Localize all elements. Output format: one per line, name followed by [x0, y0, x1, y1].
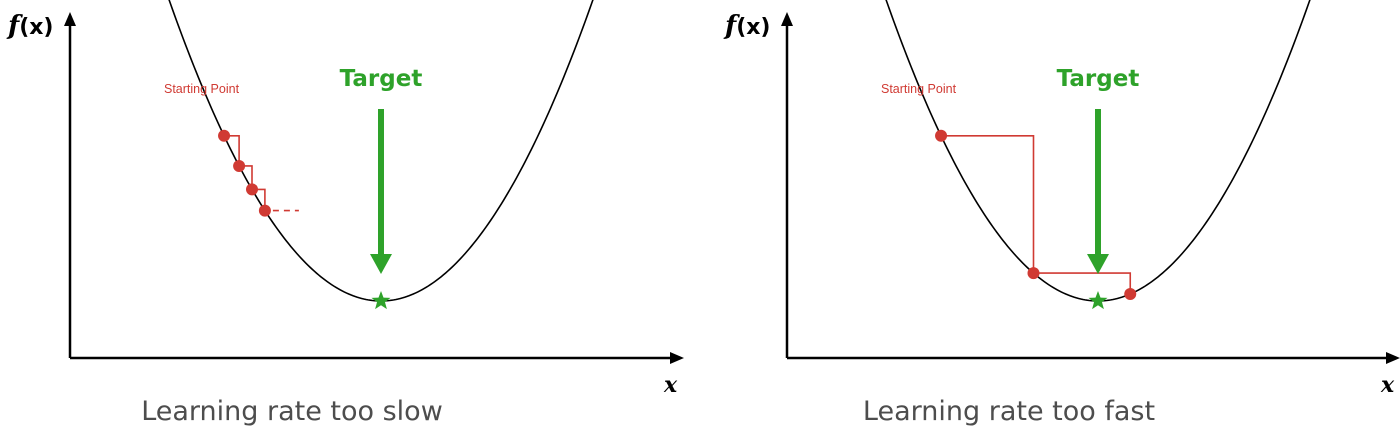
- step-point: [218, 129, 231, 142]
- x-axis-label: x: [663, 372, 678, 398]
- arrow-down-icon: [1087, 109, 1109, 274]
- y-axis-label: f(x): [723, 11, 771, 41]
- y-axis: [781, 12, 793, 358]
- y-axis-label: f(x): [6, 11, 54, 41]
- caption-slow: Learning rate too slow: [141, 396, 443, 427]
- step-point: [233, 159, 246, 172]
- step-point: [246, 183, 258, 196]
- descent-path: [935, 129, 1137, 301]
- arrow-down-icon: [370, 109, 392, 274]
- x-axis-arrow-icon: [1386, 352, 1400, 364]
- step-segment: [941, 135, 1035, 274]
- star-icon: [1088, 291, 1108, 310]
- plot-fast: f(x) x Starting Point Target: [723, 0, 1400, 398]
- target-label: Target: [1057, 66, 1140, 92]
- starting-point-label: Starting Point: [164, 82, 240, 96]
- y-axis-arrow-icon: [781, 12, 793, 26]
- step-point: [1027, 267, 1040, 280]
- descent-path: [218, 129, 271, 217]
- caption-fast: Learning rate too fast: [862, 396, 1156, 427]
- x-axis: [70, 352, 684, 364]
- plot-slow: f(x) x Starting Point Target: [6, 0, 684, 398]
- step-point: [935, 129, 948, 142]
- panel-fast: f(x) x Starting Point Target Learning ra…: [717, 0, 1400, 439]
- x-axis-label: x: [1380, 372, 1395, 398]
- step-segment: [1033, 272, 1132, 295]
- target-label: Target: [340, 66, 423, 92]
- x-axis: [787, 352, 1400, 364]
- panel-slow: f(x) x Starting Point Target Learning ra…: [6, 0, 684, 427]
- step-point: [1124, 288, 1137, 301]
- star-icon: [371, 291, 391, 310]
- x-axis-arrow-icon: [670, 352, 684, 364]
- starting-point-label: Starting Point: [881, 82, 957, 96]
- y-axis: [64, 12, 76, 358]
- step-point: [258, 204, 271, 217]
- y-axis-arrow-icon: [64, 12, 76, 26]
